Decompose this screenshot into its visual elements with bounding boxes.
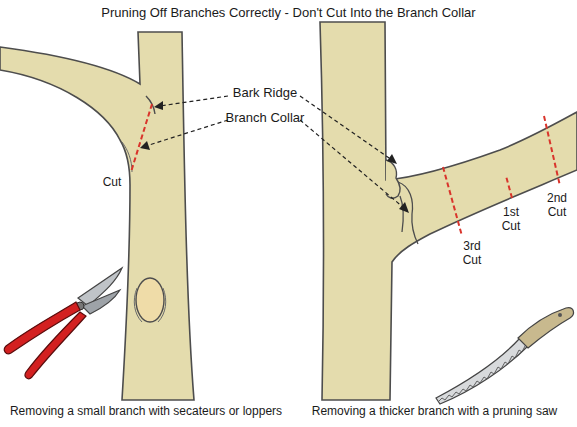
diagram-title: Pruning Off Branches Correctly - Don't C… [0,6,577,21]
secateurs-icon [4,268,122,379]
leader-lines [146,96,404,208]
cut-label: Cut [92,176,132,190]
trunk-with-branch [320,22,577,400]
branch-collar [122,142,132,172]
third-cut-line [443,167,462,236]
panel-caption: Removing a thicker branch with a pruning… [292,405,577,419]
first-cut-line [506,176,512,198]
second-cut-line [544,116,560,186]
bark-ridge [146,96,155,114]
pruning-saw-icon [436,308,573,404]
panel-caption: Removing a small branch with secateurs o… [0,405,292,419]
part-label: Branch Collar [205,111,325,126]
knot-rim [134,288,165,322]
trunk-with-branch [0,32,194,400]
cut-label: 2nd Cut [540,192,574,220]
leader-arrowheads [140,101,409,213]
cut-label: 1st Cut [494,206,528,234]
cut-line [131,104,152,172]
part-label: Bark Ridge [215,86,315,101]
bark-ridge [386,160,400,198]
cut-label: 3rd Cut [455,240,489,268]
branch-collar [398,182,418,244]
old-pruning-knot [136,278,164,322]
